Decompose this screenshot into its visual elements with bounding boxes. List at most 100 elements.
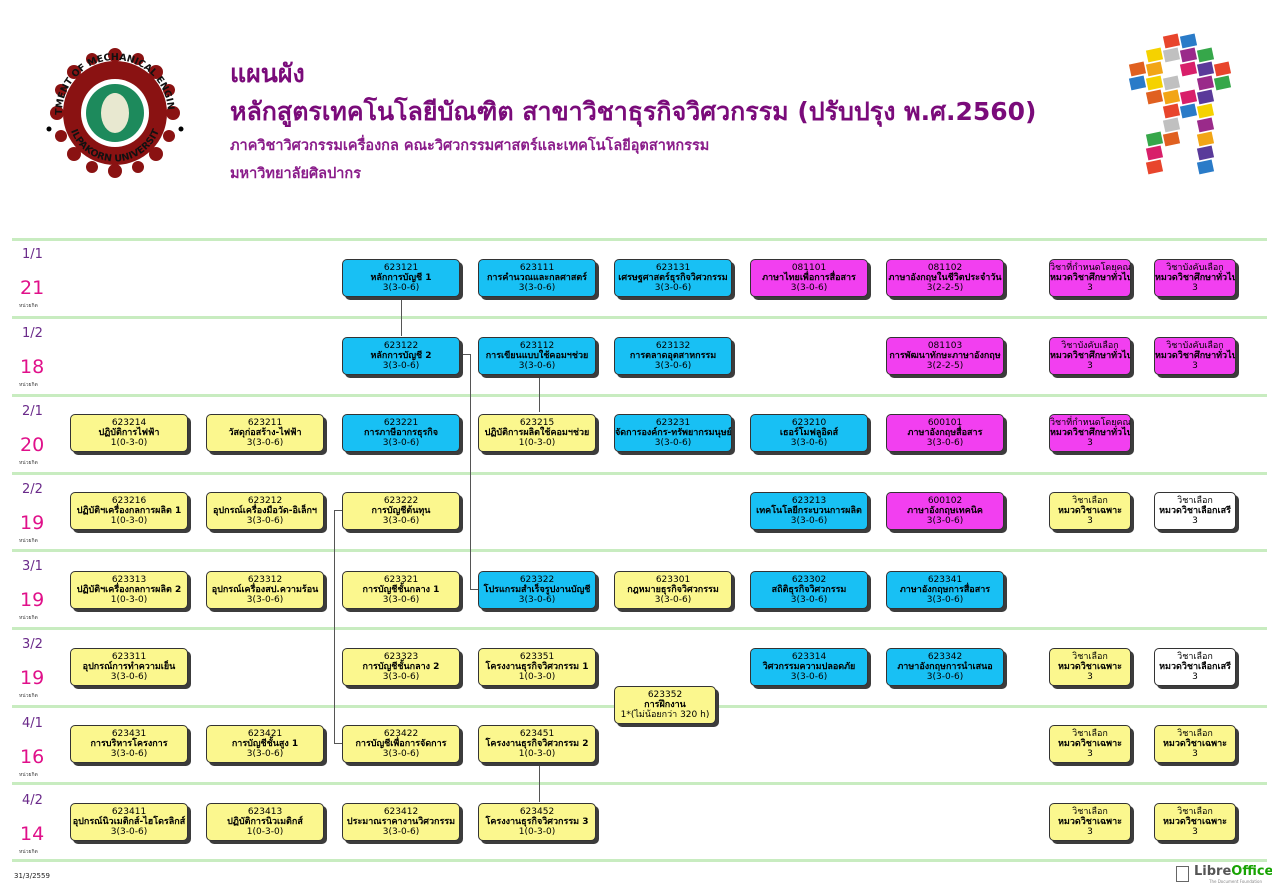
course-credit: 3(3-0-6): [654, 595, 692, 605]
course-credit: 3: [1087, 283, 1093, 293]
course-code: วิชาที่กำหนดโดยคณะ: [1050, 418, 1131, 428]
prereq-connector: [334, 743, 343, 744]
term-label: 3/2: [22, 637, 43, 652]
course-code: 623341: [927, 575, 963, 585]
title-curriculum: หลักสูตรเทคโนโลยีบัณฑิต สาขาวิชาธุรกิจวิ…: [230, 97, 1037, 126]
term-credits: 19: [20, 512, 45, 534]
title-plan: แผนผัง: [230, 59, 305, 88]
course-box[interactable]: วิชาเลือกหมวดวิชาเลือกเสรี3: [1154, 492, 1236, 530]
course-credit: 3(3-0-6): [382, 595, 420, 605]
course-code: 623422: [383, 729, 419, 739]
course-credit: 1(0-3-0): [518, 749, 556, 759]
course-credit: 3(3-0-6): [246, 516, 284, 526]
course-box[interactable]: วิชาเลือกหมวดวิชาเลือกเสรี3: [1154, 648, 1236, 686]
prereq-connector: [470, 589, 479, 590]
course-credit: 3: [1087, 672, 1093, 682]
course-code: 081103: [927, 341, 963, 351]
course-name: อุปกรณ์เครื่องสป.ความร้อน: [211, 585, 319, 595]
libreoffice-logo: LibreOffice The Document Foundation: [1176, 864, 1272, 886]
course-name: วิศวกรรมความปลอดภัย: [762, 662, 856, 672]
term-label: 2/2: [22, 482, 43, 497]
prereq-connector: [470, 354, 471, 590]
course-credit: 3(3-0-6): [246, 749, 284, 759]
course-credit: 3: [1087, 827, 1093, 837]
course-code: 623213: [791, 496, 827, 506]
course-name: ภาษาอังกฤษสื่อสาร: [907, 428, 983, 438]
course-code: 623222: [383, 496, 419, 506]
course-name: ภาษาไทยเพื่อการสื่อสาร: [762, 273, 856, 283]
course-credit: 3(2-2-5): [926, 283, 964, 293]
prereq-connector: [462, 354, 471, 355]
course-credit: 3(3-0-6): [654, 361, 692, 371]
course-name: การเขียนแบบใช้คอมฯช่วย: [485, 351, 589, 361]
course-credit: 3(3-0-6): [382, 283, 420, 293]
course-name: ปฏิบัติการผลิตใช้คอมฯช่วย: [484, 428, 590, 438]
row-divider: [12, 627, 1267, 630]
course-name: วัสดุก่อสร้าง-ไฟฟ้า: [228, 428, 302, 438]
course-credit: 3(3-0-6): [382, 361, 420, 371]
term-credit-unit: หน่วยกิต: [19, 538, 38, 544]
term-credit-unit: หน่วยกิต: [19, 693, 38, 699]
course-code: 623301: [655, 575, 691, 585]
course-credit: 1(0-3-0): [246, 827, 284, 837]
course-name: หลักการบัญชี 1: [370, 273, 432, 283]
course-credit: 1(0-3-0): [110, 595, 148, 605]
term-label: 1/2: [22, 326, 43, 341]
course-name: หลักการบัญชี 2: [370, 351, 432, 361]
prereq-connector: [539, 766, 540, 802]
